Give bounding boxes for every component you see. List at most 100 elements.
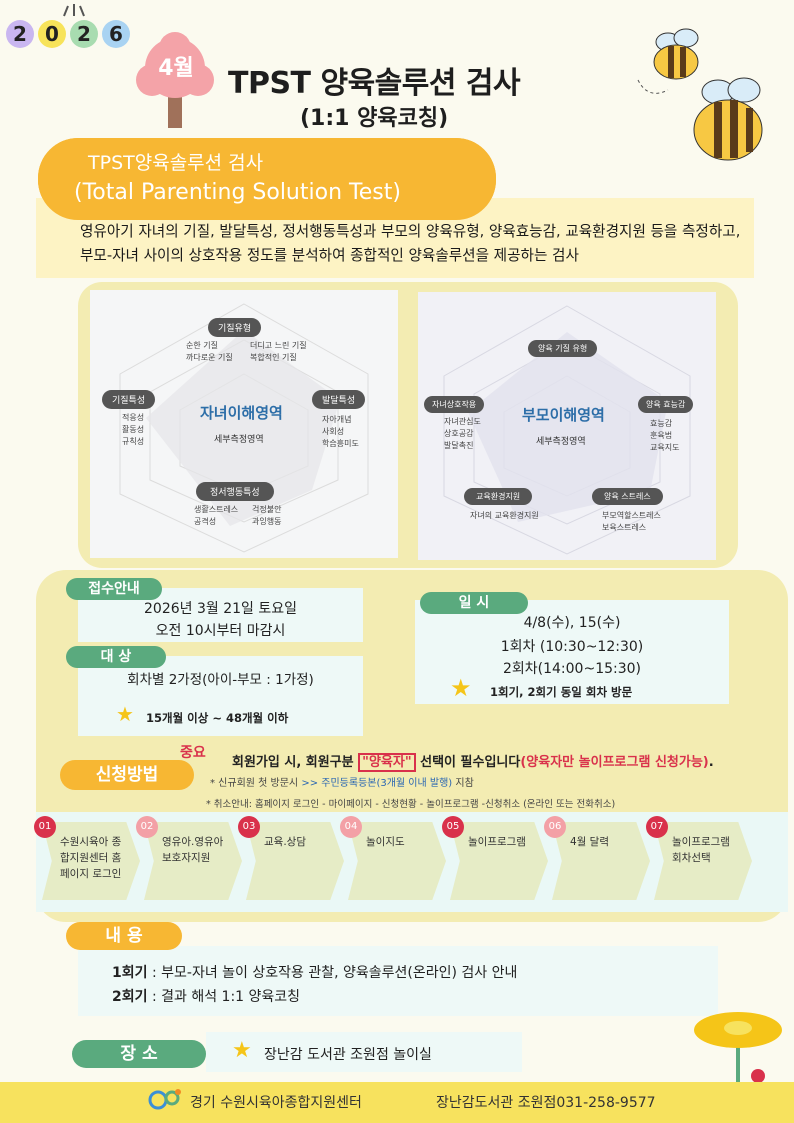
step-number: 03 (238, 816, 260, 838)
step-shape (42, 822, 140, 900)
child-node-label: 기질특성 (102, 390, 156, 409)
parent-node-item: 훈육법 (650, 431, 673, 440)
step-shape (348, 822, 446, 900)
parent-node-item: 효능감 (650, 419, 673, 428)
child-center-sub: 세부측정영역 (214, 435, 264, 445)
session2-label: 2회기 (112, 989, 148, 1005)
parent-node-item: 상호공감 (444, 429, 474, 438)
schedule-line3: 2회차(14:00~15:30) (502, 661, 641, 677)
step-label: 교육.상담 (264, 836, 306, 848)
parent-node-label: 자녀상호작용 (424, 396, 485, 413)
footer-contact: 장난감도서관 조원점031-258-9577 (436, 1095, 656, 1111)
parent-node-item: 교육지도 (650, 443, 680, 452)
apply-tag: 신청방법 (60, 760, 194, 790)
parent-center-title: 부모이해영역 (522, 406, 605, 424)
step-label: 수원시육아 종합지원센터 홈페이지 로그인 (60, 836, 122, 880)
schedule-note: 1회기, 2회기 동일 회차 방문 (490, 685, 633, 699)
parent-node-item: 보육스트레스 (602, 523, 647, 532)
logo-icon (148, 1089, 181, 1110)
step-shape (552, 822, 650, 900)
child-node-label: 정서행동특성 (196, 482, 274, 501)
intro-pill-top (38, 138, 496, 220)
footer (0, 1082, 794, 1123)
footer-org: 경기 수원시육아종합지원센터 (190, 1095, 362, 1111)
step-number: 02 (136, 816, 158, 838)
rule-end: . (708, 755, 714, 770)
child-node-item: 과잉행동 (252, 517, 282, 526)
note1-highlight: >> 주민등록등본(3개월 이내 발행) (301, 778, 453, 789)
schedule-tag: 일 시 (420, 592, 528, 614)
rule-suffix: 선택이 필수입니다 (420, 755, 521, 770)
star-icon: ★ (232, 1038, 252, 1063)
child-node-item: 까다로운 기질 (186, 353, 233, 362)
session1-label: 1회기 (112, 965, 148, 981)
bee-icon (637, 28, 763, 161)
child-area-diagram: 기질유형 순한 기질 더디고 느린 기질 까다로운 기질 복합적인 기질 기질특… (90, 290, 398, 558)
place-tag: 장 소 (72, 1040, 206, 1068)
reception-line2: 오전 10시부터 마감시 (155, 623, 286, 639)
apply-note2: * 취소안내: 홈페이지 로그인 - 마이페이지 - 신청현황 - 놀이프로그램… (206, 799, 616, 810)
schedule-box (415, 600, 729, 704)
child-node-item: 순한 기질 (186, 341, 218, 350)
sparkle-icon (63, 4, 85, 17)
place-box (206, 1032, 522, 1072)
child-node-item: 생활스트레스 (194, 505, 239, 514)
note1-prefix: * 신규회원 첫 방문시 (210, 778, 299, 789)
parent-hexagon-grid (443, 305, 691, 555)
child-node-item: 규칙성 (122, 437, 145, 446)
parent-node-label: 양육 효능감 (638, 396, 694, 413)
session1-text: : 부모-자녀 놀이 상호작용 관찰, 양육솔루션(온라인) 검사 안내 (147, 965, 518, 981)
step-shape (246, 822, 344, 900)
page-subtitle: (1:1 양육코칭) (300, 106, 449, 131)
parent-node-item: 자녀관심도 (444, 417, 481, 426)
parent-node-label: 교육환경지원 (464, 488, 533, 505)
child-node-item: 걱정불안 (252, 505, 282, 514)
session2-text: : 결과 해석 1:1 양육코칭 (147, 989, 301, 1005)
schedule-line2: 1회차 (10:30~12:30) (500, 639, 644, 655)
parent-node-label: 양육 스트레스 (592, 488, 663, 505)
parent-node-item: 부모역할스트레스 (602, 511, 661, 520)
reception-tag: 접수안내 (66, 578, 162, 600)
child-node-label: 기질유형 (208, 318, 262, 337)
step-shape (654, 822, 752, 900)
step-label: 4월 달력 (570, 836, 609, 848)
parent-node-label: 양육 기질 유형 (528, 340, 598, 357)
content-session2: 2회기 : 결과 해석 1:1 양육코칭 (112, 986, 300, 1006)
important-label: 중요 (180, 745, 206, 761)
year-digit: 2 (6, 20, 34, 48)
child-node-item: 자아개념 (322, 415, 352, 424)
parent-node-item: 자녀의 교육환경지원 (470, 511, 539, 520)
child-node-item: 활동성 (122, 425, 145, 434)
child-node-label: 발달특성 (312, 390, 366, 409)
child-node-item: 더디고 느린 기질 (250, 341, 307, 350)
intro-description: 영유아기 자녀의 기질, 발달특성, 정서행동특성과 부모의 양육유형, 양육효… (80, 223, 741, 264)
child-node-item: 적응성 (122, 413, 145, 422)
child-node-item: 복합적인 기질 (250, 353, 297, 362)
step-label: 놀이프로그램 회차선택 (672, 836, 730, 864)
content-tag: 내 용 (66, 922, 182, 950)
year-digit: 6 (102, 20, 130, 48)
parent-node-item: 발달촉진 (444, 441, 474, 450)
step-label: 놀이프로그램 (468, 836, 526, 848)
child-center-title: 자녀이해영역 (200, 404, 283, 422)
content-box (78, 946, 718, 1016)
step-label: 영유아.영유아 보호자지원 (162, 836, 224, 864)
reception-line1: 2026년 3월 21일 토요일 (144, 601, 297, 617)
child-node-item: 학습흥미도 (322, 439, 359, 448)
year-badge: 2 0 2 6 (6, 20, 130, 48)
page-title: TPST 양육솔루션 검사 (228, 66, 521, 101)
rule-prefix: 회원가입 시, 회원구분 (232, 755, 354, 770)
schedule-line1: 4/8(수), 15(수) (523, 615, 621, 631)
note1-suffix: 지참 (455, 778, 474, 789)
step-number: 05 (442, 816, 464, 838)
rule-note: (양육자만 놀이프로그램 신청가능) (520, 755, 709, 770)
year-digit: 0 (38, 20, 66, 48)
star-icon: ★ (116, 702, 134, 726)
month-label: 4월 (158, 56, 194, 81)
target-tag: 대 상 (66, 646, 166, 668)
step-number: 01 (34, 816, 56, 838)
step-label: 놀이지도 (366, 836, 405, 848)
intro-name-ko: TPST양육솔루션 검사 (88, 152, 264, 174)
intro-name-en: (Total Parenting Solution Test) (74, 180, 401, 205)
step-number: 06 (544, 816, 566, 838)
